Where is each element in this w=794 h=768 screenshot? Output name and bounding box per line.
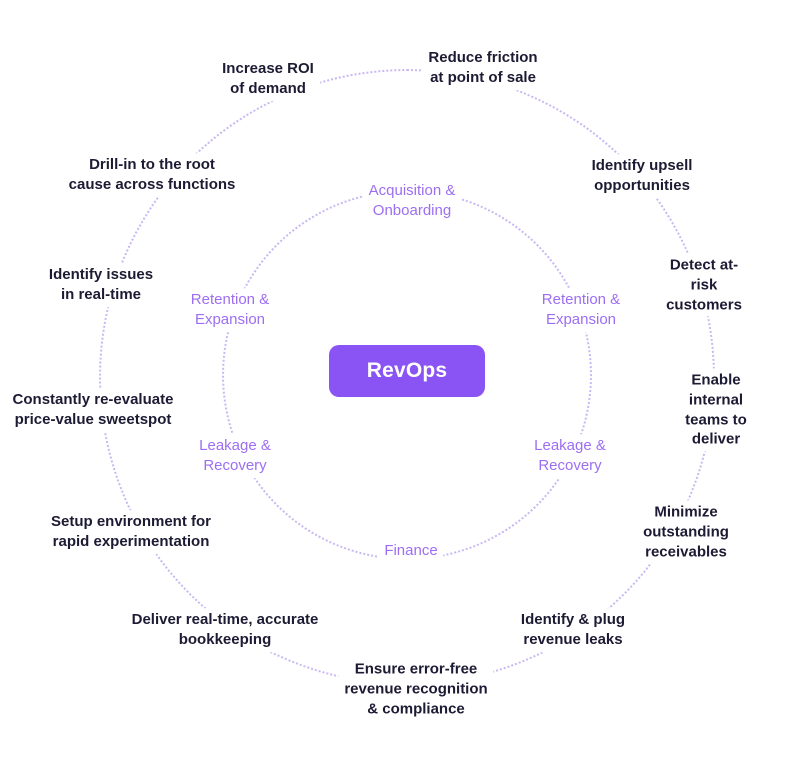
outer-label-drill-in-root-cause: Drill-in to the root cause across functi… — [62, 153, 242, 197]
outer-label-increase-roi: Increase ROI of demand — [216, 57, 320, 101]
outer-label-identify-issues: Identify issues in real-time — [42, 263, 160, 307]
outer-label-error-free-recognition: Ensure error-free revenue recognition & … — [338, 657, 494, 721]
revops-center-node: RevOps — [329, 345, 485, 397]
inner-label-acquisition-onboarding: Acquisition & Onboarding — [362, 179, 462, 223]
outer-label-identify-plug-leaks: Identify & plug revenue leaks — [514, 608, 632, 652]
outer-label-minimize-receivables: Minimize outstanding receivables — [632, 500, 740, 564]
inner-label-retention-expansion-left: Retention & Expansion — [184, 288, 276, 332]
outer-label-identify-upsell: Identify upsell opportunities — [585, 154, 699, 198]
outer-label-realtime-bookkeeping: Deliver real-time, accurate bookkeeping — [125, 608, 325, 652]
outer-label-enable-internal-teams: Enable internal teams to deliver — [677, 368, 755, 452]
outer-label-price-value-sweetspot: Constantly re-evaluate price-value sweet… — [6, 388, 180, 432]
outer-label-detect-at-risk: Detect at-risk customers — [659, 253, 749, 317]
inner-label-leakage-recovery-left: Leakage & Recovery — [193, 434, 277, 478]
inner-label-leakage-recovery-right: Leakage & Recovery — [528, 434, 612, 478]
outer-label-rapid-experimentation: Setup environment for rapid experimentat… — [44, 510, 218, 554]
inner-label-retention-expansion-right: Retention & Expansion — [535, 288, 627, 332]
inner-label-finance: Finance — [378, 539, 444, 563]
outer-label-reduce-friction: Reduce friction at point of sale — [422, 46, 544, 90]
